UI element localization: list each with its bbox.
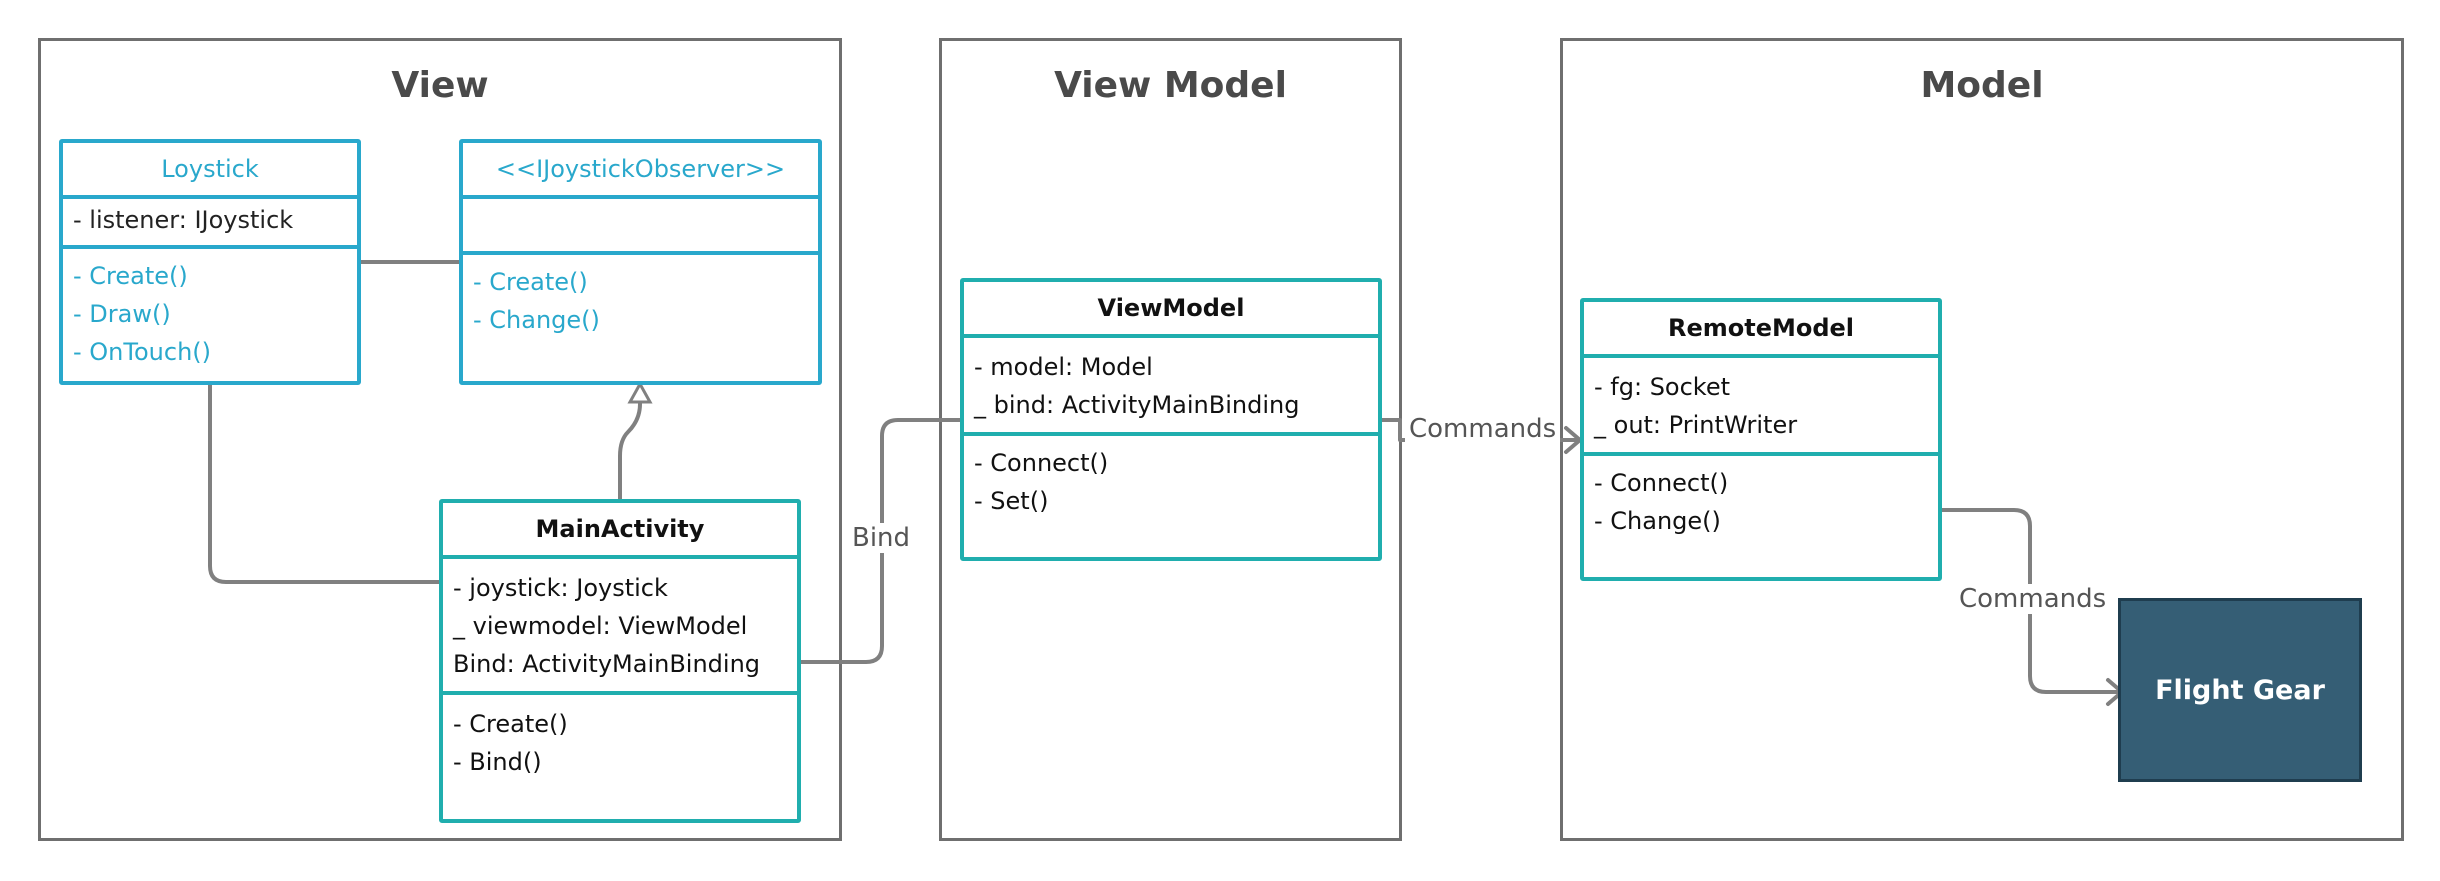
- attribute: _ viewmodel: ViewModel: [453, 612, 748, 640]
- class-loystick[interactable]: Loystick - listener: IJoystick - Create(…: [59, 139, 361, 385]
- realization-arrowhead: [627, 380, 653, 404]
- class-mainactivity-name: MainActivity: [443, 503, 797, 559]
- class-remotemodel[interactable]: RemoteModel - fg: Socket _ out: PrintWri…: [1580, 298, 1942, 581]
- attribute: _ out: PrintWriter: [1594, 411, 1798, 439]
- class-loystick-methods: - Create() - Draw() - OnTouch(): [63, 249, 357, 377]
- method: - Bind(): [453, 748, 542, 776]
- class-mainactivity[interactable]: MainActivity - joystick: Joystick _ view…: [439, 499, 801, 823]
- method: - Set(): [974, 487, 1049, 515]
- class-mainactivity-attributes: - joystick: Joystick _ viewmodel: ViewMo…: [443, 559, 797, 695]
- attribute: - joystick: Joystick: [453, 574, 668, 602]
- interface-ijoystickobserver-attributes: [463, 199, 818, 255]
- interface-ijoystickobserver[interactable]: <<IJoystickObserver>> - Create() - Chang…: [459, 139, 822, 385]
- class-remotemodel-methods: - Connect() - Change(): [1584, 456, 1938, 546]
- class-mainactivity-methods: - Create() - Bind(): [443, 695, 797, 787]
- edge-label-commands-vm: Commands: [1405, 414, 1561, 444]
- association-loystick-mainactivity: [208, 383, 443, 584]
- attribute: _ bind: ActivityMainBinding: [974, 391, 1300, 419]
- method: - Connect(): [974, 449, 1109, 477]
- attribute: - fg: Socket: [1594, 373, 1731, 401]
- interface-ijoystickobserver-methods: - Create() - Change(): [463, 255, 818, 345]
- interface-ijoystickobserver-name: <<IJoystickObserver>>: [463, 143, 818, 199]
- attribute: Bind: ActivityMainBinding: [453, 650, 761, 678]
- package-model-title: Model: [1920, 65, 2044, 106]
- method: - Create(): [453, 710, 568, 738]
- method: - Change(): [473, 306, 600, 334]
- edge-label-commands-fg: Commands: [1955, 584, 2111, 614]
- method: - Change(): [1594, 507, 1721, 535]
- method: - Create(): [73, 262, 188, 290]
- method: - Connect(): [1594, 469, 1729, 497]
- attribute: - model: Model: [974, 353, 1153, 381]
- realization-mainactivity-observer: [618, 398, 642, 504]
- attribute: - listener: IJoystick: [73, 206, 294, 234]
- class-viewmodel[interactable]: ViewModel - model: Model _ bind: Activit…: [960, 278, 1382, 561]
- class-remotemodel-attributes: - fg: Socket _ out: PrintWriter: [1584, 358, 1938, 456]
- flight-gear-label: Flight Gear: [2155, 674, 2325, 706]
- method: - OnTouch(): [73, 338, 211, 366]
- class-loystick-name: Loystick: [63, 143, 357, 199]
- method: - Create(): [473, 268, 588, 296]
- package-view-model-title: View Model: [1054, 65, 1287, 106]
- class-viewmodel-methods: - Connect() - Set(): [964, 436, 1378, 526]
- method: - Draw(): [73, 300, 171, 328]
- class-remotemodel-name: RemoteModel: [1584, 302, 1938, 358]
- package-view-title: View: [391, 65, 489, 106]
- edge-label-bind: Bind: [848, 523, 915, 553]
- class-viewmodel-name: ViewModel: [964, 282, 1378, 338]
- class-loystick-attributes: - listener: IJoystick: [63, 199, 357, 249]
- class-viewmodel-attributes: - model: Model _ bind: ActivityMainBindi…: [964, 338, 1378, 436]
- flight-gear-node[interactable]: Flight Gear: [2118, 598, 2362, 782]
